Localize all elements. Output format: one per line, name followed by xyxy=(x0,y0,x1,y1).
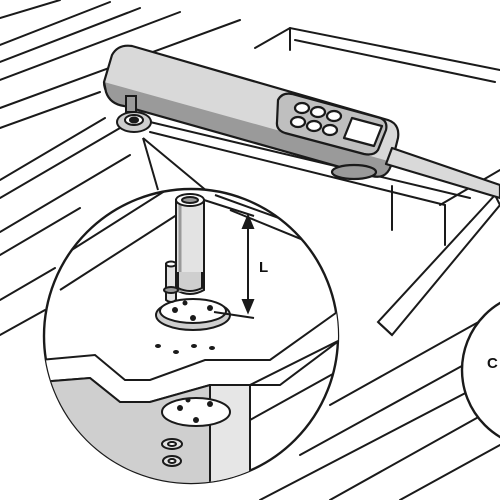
mounting-holes xyxy=(155,344,215,354)
sensor-post xyxy=(175,193,205,295)
secondary-label: C xyxy=(487,355,498,372)
button-icon xyxy=(325,109,343,123)
display-screen xyxy=(342,116,384,148)
secondary-detail-view xyxy=(462,292,500,301)
locating-pin xyxy=(163,260,179,303)
callout-leader xyxy=(142,137,209,193)
button-icon xyxy=(289,115,307,129)
device-foot xyxy=(330,163,378,181)
device-cable xyxy=(384,146,500,200)
device-underside xyxy=(102,81,394,178)
support-bar xyxy=(376,193,500,337)
pivot-post xyxy=(116,95,152,133)
measuring-device xyxy=(102,44,500,200)
button-icon xyxy=(305,119,323,133)
button-icon xyxy=(321,123,339,137)
dimension-arrow xyxy=(203,199,255,319)
button-icon xyxy=(309,105,327,119)
nut-washer-stack xyxy=(161,438,183,467)
secondary-callout-circle xyxy=(460,301,500,439)
base-plate xyxy=(155,298,231,331)
dimension-label: L xyxy=(259,259,268,276)
button-icon xyxy=(293,101,311,115)
lower-plate xyxy=(161,397,231,427)
